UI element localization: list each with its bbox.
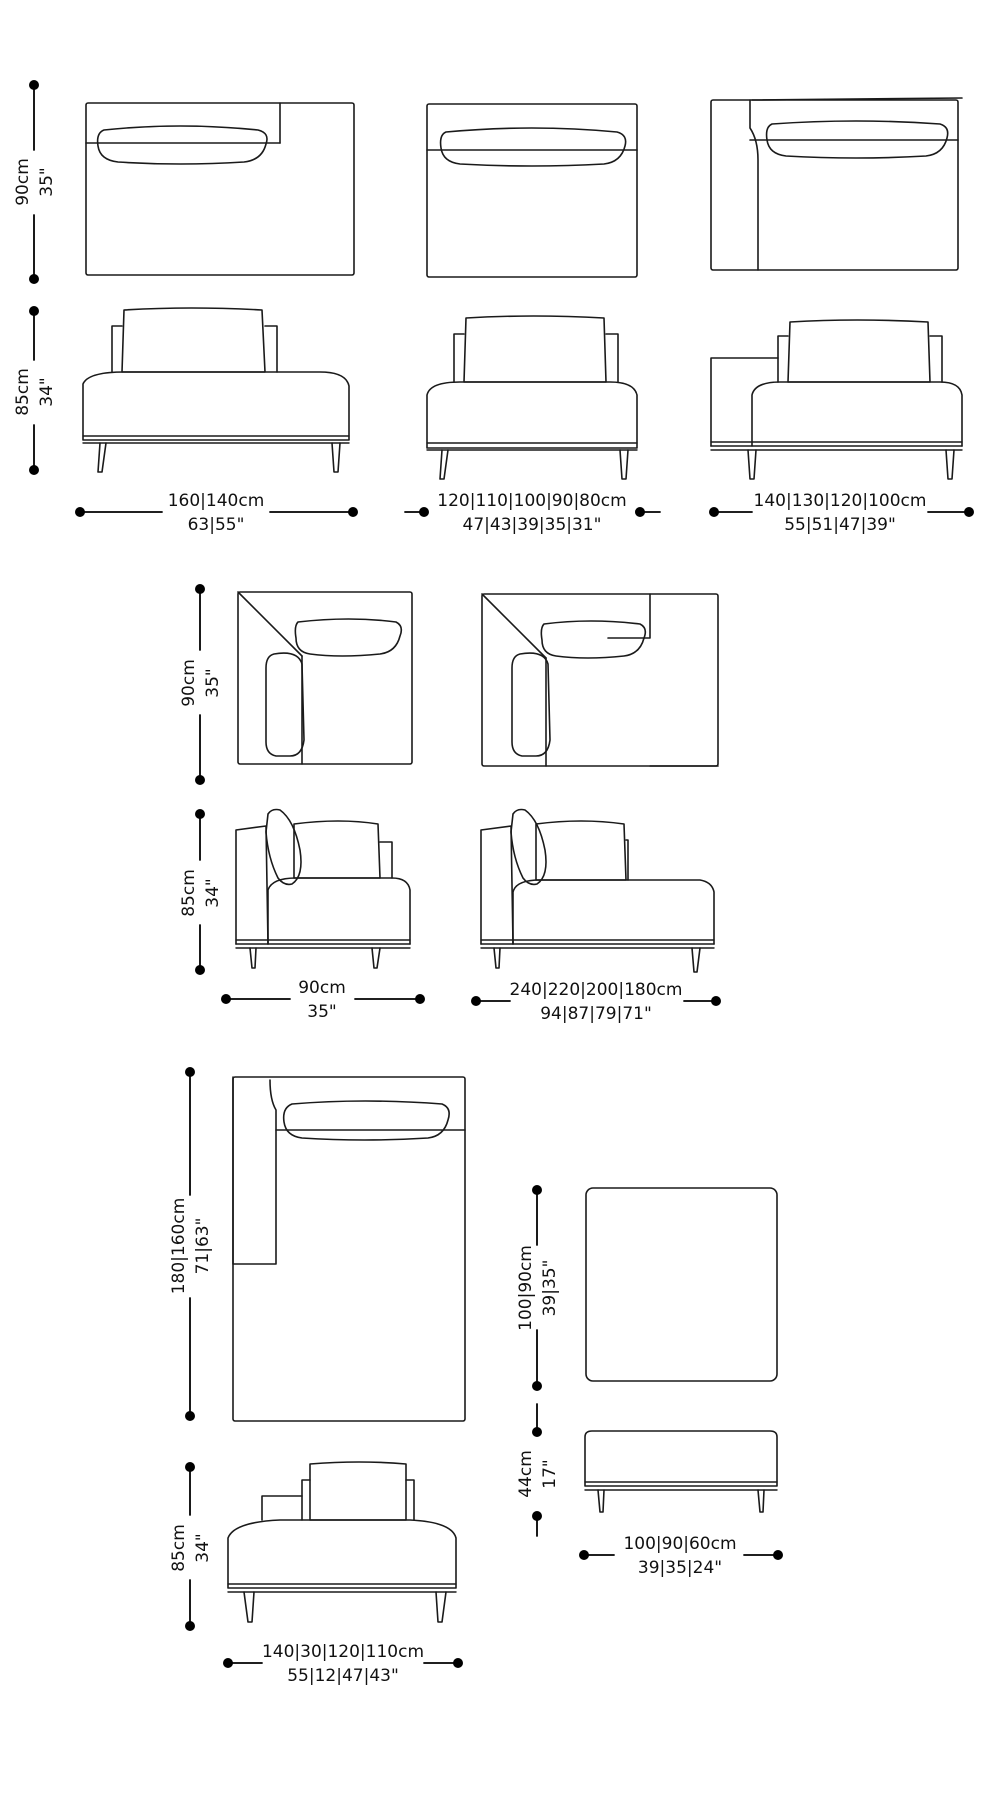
chaise-depth-cm: 180|160cm bbox=[169, 1198, 189, 1295]
armless-single-width-cm: 120|110|100|90|80cm bbox=[437, 491, 626, 511]
corner-side-view bbox=[235, 808, 411, 969]
corner-side-height-cm: 85cm bbox=[179, 869, 199, 917]
armless-left-side-height-in: 34" bbox=[37, 377, 57, 406]
ottoman-depth-dimension: 100|90cm 39|35" bbox=[516, 1185, 560, 1391]
ottoman-top-view bbox=[585, 1187, 778, 1382]
arm-right-top-view bbox=[710, 97, 963, 271]
corner-width-in: 35" bbox=[307, 1002, 336, 1022]
chaise-width-cm: 140|30|120|110cm bbox=[262, 1642, 424, 1662]
ottoman-side-view bbox=[584, 1430, 778, 1513]
ottoman-depth-cm: 100|90cm bbox=[516, 1245, 536, 1331]
ottoman-width-in: 39|35|24" bbox=[638, 1558, 722, 1578]
armless-single-side-view bbox=[426, 315, 638, 480]
armless-left-width-in: 63|55" bbox=[188, 515, 245, 535]
armless-single-top-view bbox=[426, 103, 638, 278]
ottoman-width-cm: 100|90|60cm bbox=[623, 1534, 736, 1554]
corner-top-view bbox=[237, 591, 413, 765]
ottoman-width-dimension: 100|90|60cm 39|35|24" bbox=[579, 1534, 783, 1578]
armless-left-side-height-dimension: 85cm 34" bbox=[13, 306, 57, 475]
chaise-depth-dimension: 180|160cm 71|63" bbox=[169, 1067, 213, 1421]
chaise-side-view bbox=[227, 1461, 457, 1623]
corner-top-height-in: 35" bbox=[203, 668, 223, 697]
ottoman-depth-in: 39|35" bbox=[540, 1260, 560, 1317]
chaise-width-dimension: 140|30|120|110cm 55|12|47|43" bbox=[223, 1642, 463, 1686]
corner-extended-top-view bbox=[481, 593, 719, 767]
chaise-top-view bbox=[232, 1076, 466, 1422]
corner-width-cm: 90cm bbox=[298, 978, 346, 998]
armless-left-width-dimension: 160|140cm 63|55" bbox=[75, 491, 358, 535]
chaise-side-height-cm: 85cm bbox=[169, 1524, 189, 1572]
armless-left-top-height-cm: 90cm bbox=[13, 158, 33, 206]
armless-left-side-height-cm: 85cm bbox=[13, 368, 33, 416]
corner-side-height-dimension: 85cm 34" bbox=[179, 809, 223, 975]
chaise-depth-in: 71|63" bbox=[193, 1218, 213, 1275]
ottoman-height-dimension: 44cm 17" bbox=[516, 1403, 560, 1537]
corner-width-dimension: 90cm 35" bbox=[221, 978, 425, 1022]
chaise-width-in: 55|12|47|43" bbox=[287, 1666, 399, 1686]
arm-right-width-cm: 140|130|120|100cm bbox=[754, 491, 927, 511]
chaise-side-height-in: 34" bbox=[193, 1533, 213, 1562]
arm-right-width-in: 55|51|47|39" bbox=[784, 515, 896, 535]
corner-top-height-dimension: 90cm 35" bbox=[179, 584, 223, 785]
corner-extended-width-in: 94|87|79|71" bbox=[540, 1004, 652, 1024]
armless-left-side-view bbox=[82, 307, 350, 473]
corner-top-height-cm: 90cm bbox=[179, 659, 199, 707]
chaise-side-height-dimension: 85cm 34" bbox=[169, 1462, 213, 1631]
ottoman-height-cm: 44cm bbox=[516, 1450, 536, 1498]
armless-single-width-in: 47|43|39|35|31" bbox=[463, 515, 602, 535]
corner-extended-width-dimension: 240|220|200|180cm 94|87|79|71" bbox=[471, 980, 721, 1024]
ottoman-height-in: 17" bbox=[540, 1459, 560, 1488]
armless-single-width-dimension: 120|110|100|90|80cm 47|43|39|35|31" bbox=[404, 491, 661, 535]
armless-left-top-view bbox=[85, 102, 355, 276]
armless-left-height-dimension: 90cm 35" bbox=[13, 80, 57, 284]
armless-left-top-height-in: 35" bbox=[37, 167, 57, 196]
armless-left-width-cm: 160|140cm bbox=[168, 491, 265, 511]
corner-extended-side-view bbox=[480, 808, 715, 973]
corner-side-height-in: 34" bbox=[203, 878, 223, 907]
arm-right-width-dimension: 140|130|120|100cm 55|51|47|39" bbox=[709, 491, 974, 535]
corner-extended-width-cm: 240|220|200|180cm bbox=[510, 980, 683, 1000]
arm-right-side-view bbox=[710, 319, 963, 480]
